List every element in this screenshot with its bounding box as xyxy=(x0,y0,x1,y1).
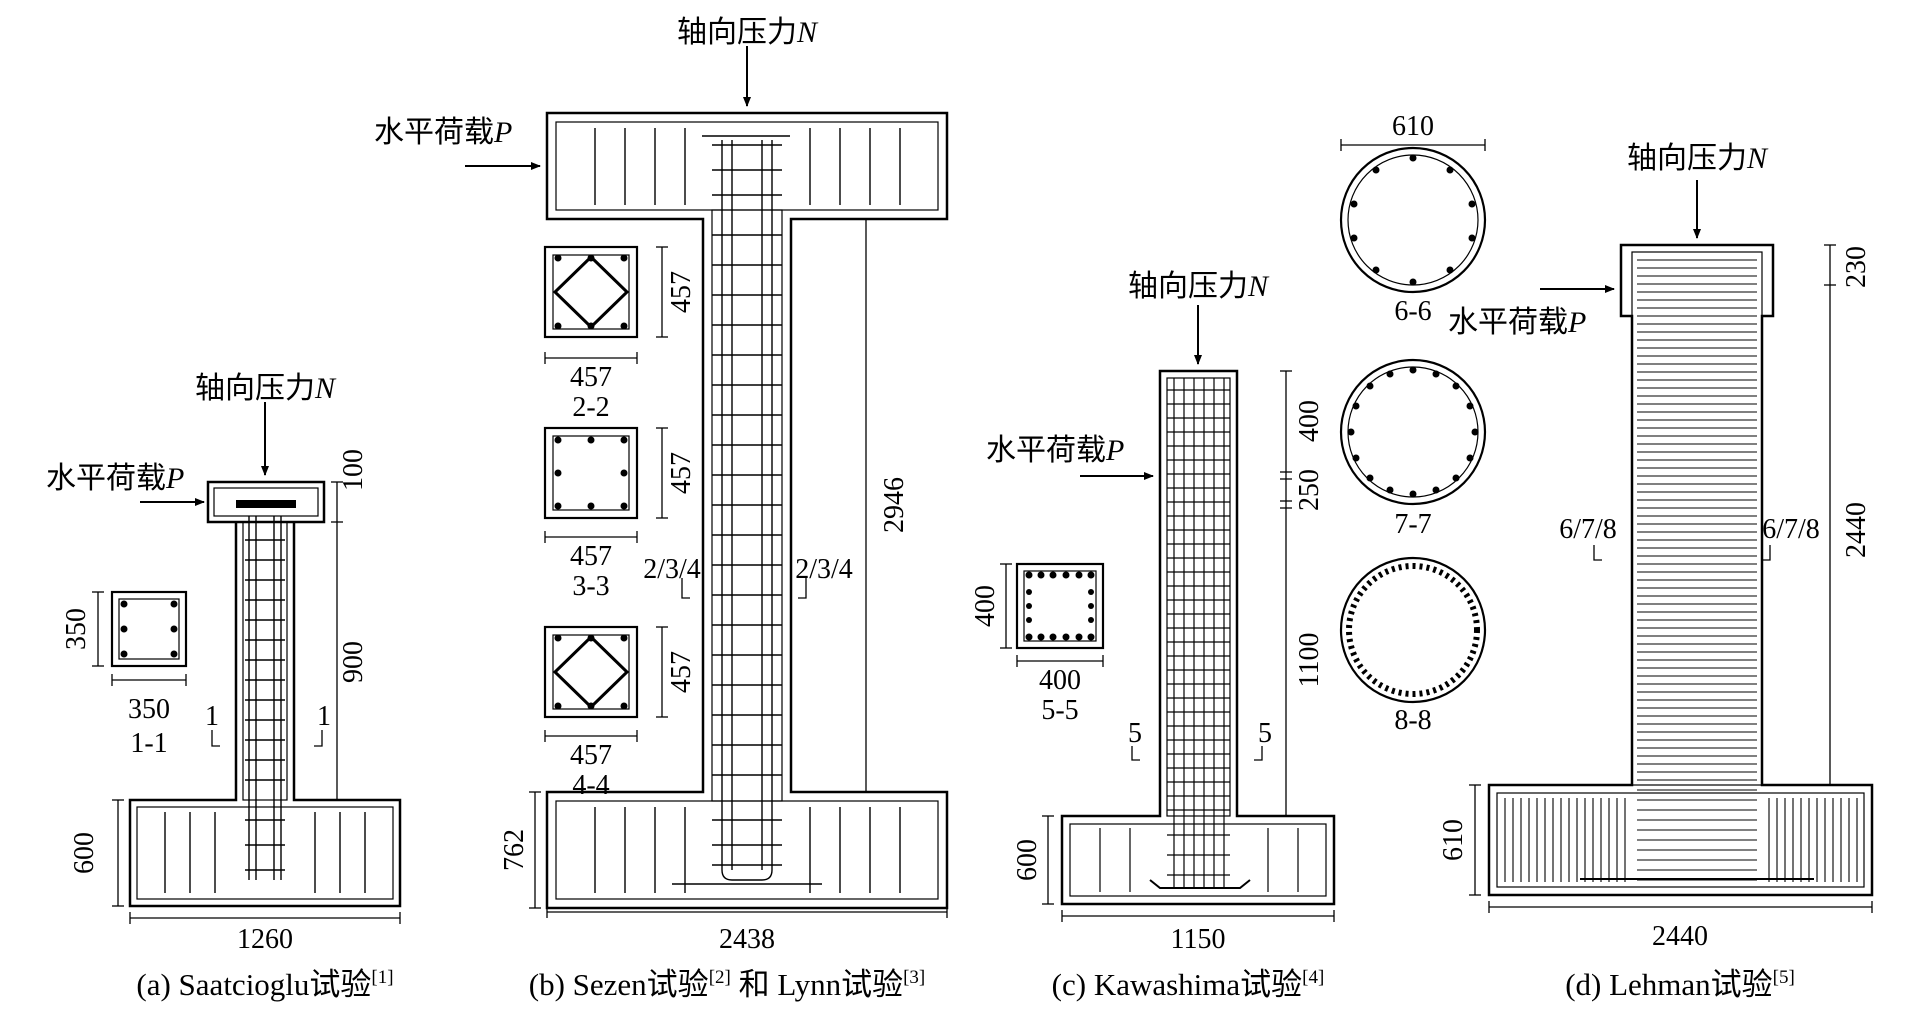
cut-marker-a-right: 1 xyxy=(317,701,331,732)
section-label-2-2: 2-2 xyxy=(572,392,609,423)
caption-c: (c) Kawashima试验[4] xyxy=(1052,967,1325,1002)
section-3-3 xyxy=(543,426,639,520)
section-1-1 xyxy=(110,590,188,668)
specimen-c-reinforcement xyxy=(1099,378,1299,892)
dim-b-column-height: 2946 xyxy=(879,477,910,533)
cut-marker-c-left: 5 xyxy=(1128,718,1142,749)
dim-a-width: 1260 xyxy=(237,924,293,955)
specimen-a-reinforcement xyxy=(164,516,366,893)
dim-d-width: 2440 xyxy=(1652,921,1708,952)
specimen-d-reinforcement xyxy=(1504,259,1858,882)
cut-marker-b-right: 2/3/4 xyxy=(795,554,853,585)
dim-c-seg3: 1100 xyxy=(1294,633,1325,688)
lateral-load-label-a: 水平荷载P xyxy=(46,462,184,495)
specimen-c-dimensions xyxy=(1000,370,1335,922)
dim-a-cap-height: 100 xyxy=(338,449,369,491)
section-label-1-1: 1-1 xyxy=(130,728,167,759)
section-label-8-8: 8-8 xyxy=(1394,705,1431,736)
caption-b: (b) Sezen试验[2] 和 Lynn试验[3] xyxy=(529,967,925,1002)
dim-c-base-height: 600 xyxy=(1012,839,1043,881)
specimen-a-outline xyxy=(128,480,402,908)
dim-b-s22-w: 457 xyxy=(570,362,612,393)
section-label-4-4: 4-4 xyxy=(572,770,609,801)
dim-c-seg2: 250 xyxy=(1294,469,1325,511)
dim-b-s44-w: 457 xyxy=(570,740,612,771)
section-label-3-3: 3-3 xyxy=(572,571,609,602)
dim-a-section-w: 350 xyxy=(128,694,170,725)
dim-a-base-height: 600 xyxy=(69,832,100,874)
caption-a: (a) Saatcioglu试验[1] xyxy=(136,967,393,1002)
dim-a-column-height: 900 xyxy=(338,641,369,683)
section-6-6 xyxy=(1339,146,1487,294)
cut-marker-b-left: 2/3/4 xyxy=(643,554,701,585)
dim-b-base-height: 762 xyxy=(499,829,530,871)
axial-force-label-a: 轴向压力N xyxy=(195,372,337,405)
section-label-6-6: 6-6 xyxy=(1394,296,1431,327)
dim-d-circle-diameter: 610 xyxy=(1392,111,1434,142)
section-7-7 xyxy=(1339,358,1487,506)
specimen-d-dimensions xyxy=(1340,139,1873,913)
cut-marker-d-left: 6/7/8 xyxy=(1559,514,1617,545)
dim-a-section-h: 350 xyxy=(61,608,92,650)
section-2-2 xyxy=(543,245,639,339)
lateral-load-label-b: 水平荷载P xyxy=(374,116,512,149)
specimen-c: 400 400 5-5 600 1150 400 250 1100 5 5 轴向… xyxy=(970,270,1336,1002)
dim-c-section-h: 400 xyxy=(970,585,1001,627)
cut-marker-c-right: 5 xyxy=(1258,718,1272,749)
dim-c-width: 1150 xyxy=(1171,924,1226,955)
lateral-load-label-c: 水平荷载P xyxy=(986,434,1124,467)
specimen-d-outline xyxy=(1487,243,1874,897)
specimen-d: 610 6-6 7-7 8-8 610 2440 230 2440 6/7/8 … xyxy=(1339,111,1874,1002)
axial-force-label-b: 轴向压力N xyxy=(677,16,819,49)
lateral-load-label-d: 水平荷载P xyxy=(1448,306,1586,339)
specimen-b-reinforcement xyxy=(594,128,901,893)
axial-force-label-d: 轴向压力N xyxy=(1627,142,1769,175)
specimen-b: 457 457 2-2 457 457 3-3 457 457 4-4 762 … xyxy=(374,16,949,1002)
caption-d: (d) Lehman试验[5] xyxy=(1565,967,1795,1002)
section-label-7-7: 7-7 xyxy=(1394,509,1431,540)
dim-b-s44-h: 457 xyxy=(666,651,697,693)
specimen-b-dimensions xyxy=(529,218,948,918)
dim-b-s22-h: 457 xyxy=(666,271,697,313)
dim-b-width: 2438 xyxy=(719,924,775,955)
specimen-a-dimensions xyxy=(92,481,401,924)
dim-c-seg1: 400 xyxy=(1294,400,1325,442)
dim-c-section-w: 400 xyxy=(1039,665,1081,696)
axial-force-label-c: 轴向压力N xyxy=(1128,270,1270,303)
dim-d-column-height: 2440 xyxy=(1841,502,1872,558)
cut-marker-d-right: 6/7/8 xyxy=(1762,514,1820,545)
specimen-a: 350 350 1-1 600 1260 100 900 1 1 轴向压力N 水… xyxy=(46,372,402,1002)
section-8-8 xyxy=(1339,556,1487,704)
section-4-4 xyxy=(543,625,639,719)
dim-b-s33-h: 457 xyxy=(666,452,697,494)
dim-d-base-height: 610 xyxy=(1438,819,1469,861)
specimen-c-outline xyxy=(1060,369,1336,906)
section-label-5-5: 5-5 xyxy=(1041,695,1078,726)
dim-b-s33-w: 457 xyxy=(570,541,612,572)
dim-d-cap-height: 230 xyxy=(1841,246,1872,288)
cut-marker-a-left: 1 xyxy=(205,701,219,732)
section-5-5 xyxy=(1015,562,1105,650)
